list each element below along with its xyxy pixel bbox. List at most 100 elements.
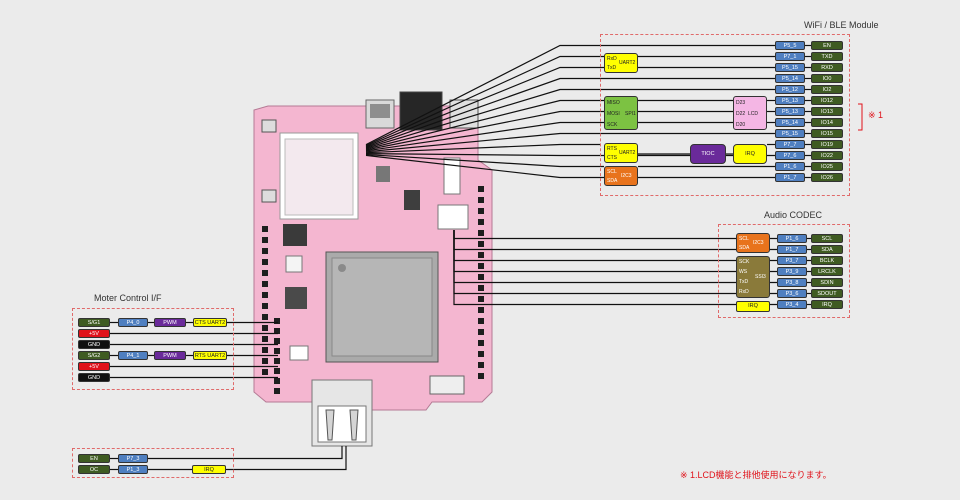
header-pin — [478, 296, 484, 302]
audio-ssi-rxd: RxD — [739, 289, 749, 295]
wifi-uart-name: UART2 — [619, 60, 636, 66]
wifi-spi-sck: SCK — [607, 122, 618, 128]
wifi-port-pin: P1_7 — [775, 173, 805, 182]
audio-port-pin: P3_6 — [777, 289, 807, 298]
audio-signal-pin: IRQ — [811, 300, 843, 309]
wifi-signal-pin: IO15 — [811, 129, 843, 138]
wifi-signal-pin: EN — [811, 41, 843, 50]
header-pin — [262, 336, 268, 342]
usb-wire — [148, 446, 343, 460]
audio-signal-pin: SDA — [811, 245, 843, 254]
header-pin — [262, 259, 268, 265]
usb-row-label: EN — [78, 454, 110, 463]
audio-ssi-name: SSI3 — [755, 274, 766, 280]
audio-ssi-sck: SCK — [739, 259, 750, 265]
header-pin — [262, 314, 268, 320]
audio-i2c3-block: SCL SDA I2C3 — [736, 233, 770, 253]
usb-control-box — [72, 448, 234, 478]
wifi-signal-pin: IO12 — [811, 96, 843, 105]
wifi-signal-pin: IO25 — [811, 162, 843, 171]
motor-row-label: +5V — [78, 362, 110, 371]
audio-port-pin: P3_9 — [777, 267, 807, 276]
wifi-spi-miso: MISO — [607, 100, 620, 106]
wifi-signal-pin: IO0 — [811, 74, 843, 83]
audio-port-pin: P1_7 — [777, 245, 807, 254]
audio-port-pin: P3_8 — [777, 278, 807, 287]
motor-extra-pin: RTS UART2 — [193, 351, 227, 360]
header-pin — [274, 348, 280, 354]
wifi-signal-pin: IO26 — [811, 173, 843, 182]
wifi-uart-rts: RTS — [607, 146, 617, 152]
header-pin — [478, 274, 484, 280]
header-pin — [274, 328, 280, 334]
wifi-signal-pin: RXD — [811, 63, 843, 72]
wifi-signal-pin: IO14 — [811, 118, 843, 127]
wifi-i2c-name: I2C3 — [621, 173, 632, 179]
usb-row-label: OC — [78, 465, 110, 474]
wifi-port-pin: P5_14 — [775, 74, 805, 83]
wifi-port-pin: P7_1 — [775, 52, 805, 61]
header-pin — [478, 351, 484, 357]
header-pin — [274, 358, 280, 364]
motor-row-label: GND — [78, 373, 110, 382]
audio-i2c-scl: SCL — [739, 236, 749, 242]
header-pin — [478, 230, 484, 236]
wifi-uart-cts: CTS — [607, 155, 617, 161]
wifi-fan-wire — [365, 154, 604, 179]
header-pin — [262, 369, 268, 375]
audio-ssi3-block: SCK WS TxD RxD SSI3 — [736, 256, 770, 298]
header-pin — [262, 358, 268, 364]
wifi-signal-pin: TXD — [811, 52, 843, 61]
pcb-board — [253, 91, 493, 447]
wifi-port-pin: P5_13 — [775, 107, 805, 116]
header-pin — [274, 388, 280, 394]
header-pin — [478, 197, 484, 203]
header-pin — [478, 186, 484, 192]
header-pin — [478, 318, 484, 324]
wifi-note-mark: ※ 1 — [868, 110, 884, 120]
header-pin — [262, 325, 268, 331]
header-pin — [262, 303, 268, 309]
wifi-fan-wire — [365, 153, 604, 157]
header-pin — [478, 362, 484, 368]
motor-control-box — [72, 308, 234, 390]
wifi-lcd-d22: D22 — [736, 111, 746, 117]
wifi-i2c-scl: SCL — [607, 169, 617, 175]
header-pin — [478, 340, 484, 346]
audio-codec-box — [718, 224, 850, 318]
wifi-uart-txd: TxD — [607, 65, 617, 71]
audio-i2c-name: I2C3 — [753, 240, 764, 246]
audio-wire — [453, 230, 777, 306]
wifi-port-pin: P5_13 — [775, 96, 805, 105]
wifi-port-pin: P1_6 — [775, 162, 805, 171]
wifi-signal-pin: IO19 — [811, 140, 843, 149]
wifi-fan-wire — [365, 77, 600, 148]
header-pin — [478, 219, 484, 225]
wifi-tioc-block: TIOC — [690, 144, 726, 164]
header-pin — [478, 208, 484, 214]
audio-ssi-ws: WS — [739, 269, 748, 275]
audio-port-pin: P3_7 — [777, 256, 807, 265]
audio-codec-title: Audio CODEC — [764, 210, 823, 220]
motor-row-label: +5V — [78, 329, 110, 338]
usb-port-pin: P1_3 — [118, 465, 148, 474]
header-pin — [478, 263, 484, 269]
wifi-signal-pin: IO13 — [811, 107, 843, 116]
audio-signal-pin: SCL — [811, 234, 843, 243]
wifi-uart-flow-name: UART2 — [619, 150, 636, 156]
header-pin — [274, 318, 280, 324]
motor-control-title: Moter Control I/F — [94, 293, 162, 303]
audio-port-pin: P3_4 — [777, 300, 807, 309]
header-pin — [262, 292, 268, 298]
header-pin — [262, 347, 268, 353]
wifi-module-title: WiFi / BLE Module — [804, 20, 879, 30]
motor-row-label: GND — [78, 340, 110, 349]
motor-func-pin: PWM — [154, 351, 186, 360]
wifi-port-pin: P7_7 — [775, 140, 805, 149]
wifi-fan-wire — [365, 44, 600, 146]
audio-ssi-txd: TxD — [739, 279, 749, 285]
header-pin — [262, 237, 268, 243]
footnote: ※ 1.LCD機能と排他使用になります。 — [680, 470, 832, 480]
